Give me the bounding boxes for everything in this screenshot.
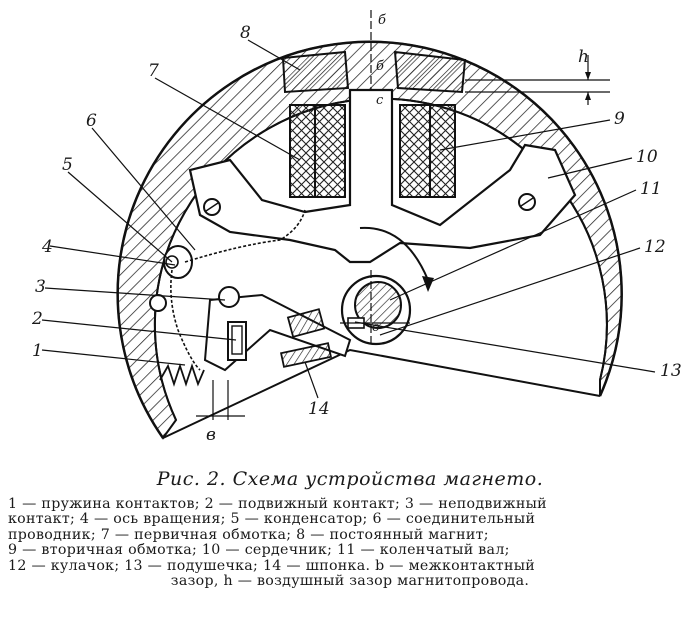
legend-line: 12 — кулачок; 13 — подушечка; 14 — шпонк… — [8, 558, 536, 574]
label-13: 13 — [660, 361, 682, 381]
label-o: о — [372, 320, 380, 335]
label-4: 4 — [41, 237, 53, 257]
label-11: 11 — [640, 179, 662, 199]
label-9: 9 — [614, 109, 625, 129]
legend-line: проводник; 7 — первичная обмотка; 8 — по… — [8, 527, 489, 543]
breaker-assembly — [149, 209, 352, 387]
label-1: 1 — [32, 341, 43, 361]
legend-line: 1 — пружина контактов; 2 — подвижный кон… — [8, 497, 547, 512]
coils — [289, 104, 456, 198]
leader-lines — [41, 39, 656, 399]
rotation-arrow — [359, 226, 429, 281]
v-dimension — [196, 380, 245, 420]
legend-line: 9 — вторичная обмотка; 10 — сердечник; 1… — [8, 543, 510, 559]
label-8: 8 — [240, 23, 251, 43]
permanent-magnet — [281, 50, 467, 94]
label-12: 12 — [644, 237, 666, 257]
figure-legend: 1 — пружина контактов; 2 — подвижный кон… — [8, 497, 692, 589]
figure-caption: Рис. 2. Схема устройства магнето. — [156, 468, 544, 490]
core — [188, 88, 577, 264]
label-v: в — [206, 425, 216, 445]
label-5: 5 — [62, 155, 73, 175]
crankshaft — [340, 274, 412, 346]
label-7: 7 — [148, 61, 159, 81]
h-dimension — [465, 55, 610, 105]
label-c: с — [376, 93, 384, 108]
key — [280, 342, 332, 368]
label-b-gap: б — [376, 59, 384, 74]
label-h: h — [578, 47, 589, 67]
legend-line: зазор, h — воздушный зазор магнитопровод… — [170, 574, 530, 590]
label-10: 10 — [636, 147, 658, 167]
label-6: 6 — [86, 111, 97, 131]
legend-line: контакт; 4 — ось вращения; 5 — конденсат… — [8, 512, 536, 528]
label-2: 2 — [31, 309, 43, 329]
label-3: 3 — [35, 277, 46, 297]
magneto-diagram: 8 7 6 5 4 3 2 1 9 10 11 12 13 14 б б с о… — [31, 10, 682, 445]
housing — [116, 40, 623, 440]
pad — [286, 308, 326, 338]
label-14: 14 — [308, 399, 330, 419]
label-b-top: б — [378, 13, 386, 28]
